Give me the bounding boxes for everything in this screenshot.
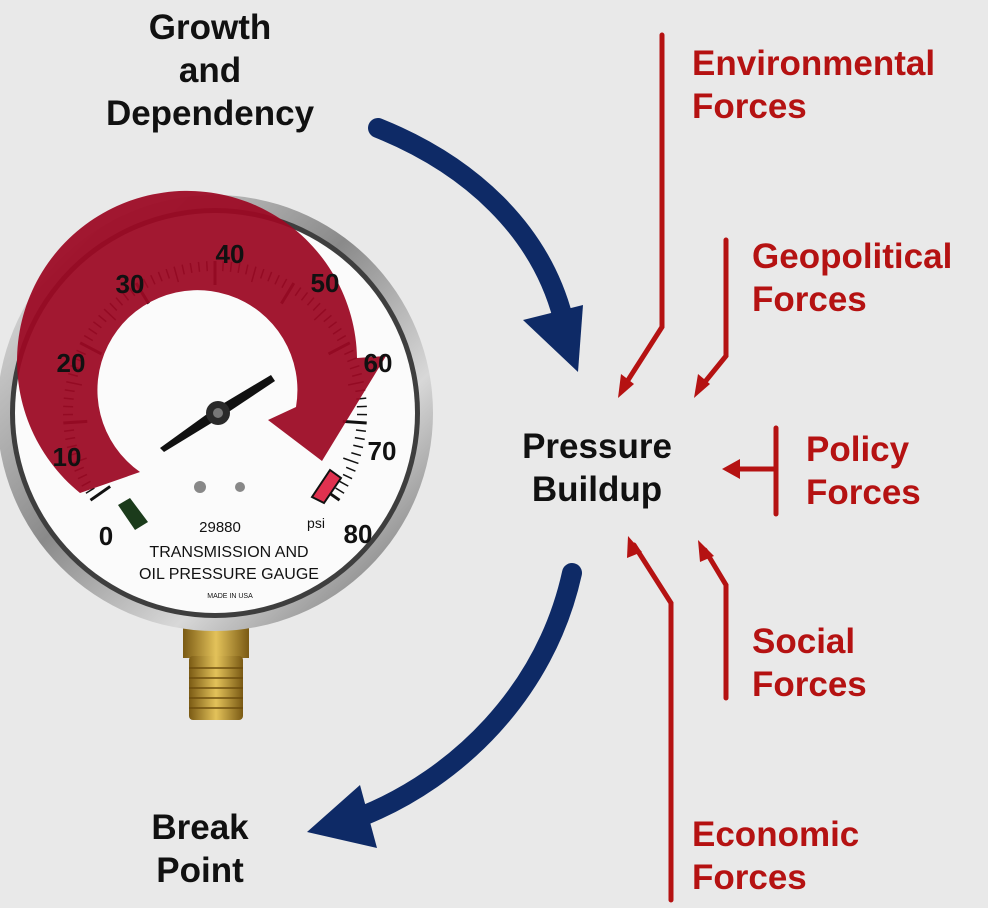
gauge-tick	[342, 419, 367, 425]
gauge-zero-marker	[118, 498, 148, 530]
scale-label-60: 60	[364, 348, 393, 378]
growth-arrowhead	[523, 305, 583, 372]
scale-label-40: 40	[216, 239, 245, 269]
gauge-tick	[355, 429, 366, 432]
geopolitical-force-arrow	[697, 237, 729, 391]
environmental-arrowhead	[618, 374, 634, 398]
gauge-tick	[339, 480, 349, 487]
scale-label-20: 20	[57, 348, 86, 378]
scale-label-50: 50	[311, 268, 340, 298]
gauge-tick	[89, 485, 112, 502]
gauge-tick	[353, 444, 364, 449]
gauge-unit: psi	[307, 515, 325, 531]
economic-forces-label: Economic Forces	[692, 815, 860, 897]
gauge-text-line1: TRANSMISSION AND	[149, 544, 308, 561]
environmental-force-arrow	[620, 32, 665, 391]
gauge-tick	[85, 487, 95, 494]
social-forces-label: Social Forces	[752, 622, 867, 704]
gauge-tick	[354, 436, 365, 441]
gauge-red-zone	[310, 468, 343, 505]
scale-label-70: 70	[368, 436, 397, 466]
break-point-arrowhead	[307, 785, 377, 848]
geopolitical-forces-label: Geopolitical Forces	[752, 237, 953, 319]
social-arrowhead	[698, 540, 714, 562]
economic-force-arrow	[631, 542, 674, 903]
scale-label-80: 80	[344, 519, 373, 549]
break-point-label: Break Point	[151, 808, 249, 890]
geopolitical-arrowhead	[694, 374, 710, 398]
growth-dependency-label: Growth and Dependency	[105, 8, 315, 133]
gauge-model-number: 29880	[199, 519, 241, 536]
scale-label-0: 0	[99, 521, 113, 551]
gauge-tick	[345, 466, 356, 472]
gauge-stem-nut	[183, 628, 249, 658]
gauge-needle	[214, 375, 275, 419]
gauge-tick	[342, 473, 353, 480]
policy-arrowhead	[722, 459, 740, 479]
policy-forces-label: Policy Forces	[806, 430, 921, 512]
environmental-forces-label: Environmental Forces	[692, 44, 936, 126]
gauge-tick	[351, 452, 362, 457]
gauge-tick	[343, 457, 359, 465]
scale-label-10: 10	[53, 442, 82, 472]
social-force-arrow	[702, 547, 729, 701]
gauge-tick	[335, 487, 345, 494]
growth-arrow	[368, 118, 573, 328]
break-point-arrow	[355, 563, 582, 825]
gauge-made-in: MADE IN USA	[207, 593, 253, 600]
scale-label-30: 30	[116, 269, 145, 299]
economic-arrowhead	[627, 536, 642, 558]
pressure-buildup-label: Pressure Buildup	[522, 427, 672, 509]
gauge-text-line2: OIL PRESSURE GAUGE	[139, 566, 319, 583]
pressure-arc-arrow	[17, 190, 386, 494]
